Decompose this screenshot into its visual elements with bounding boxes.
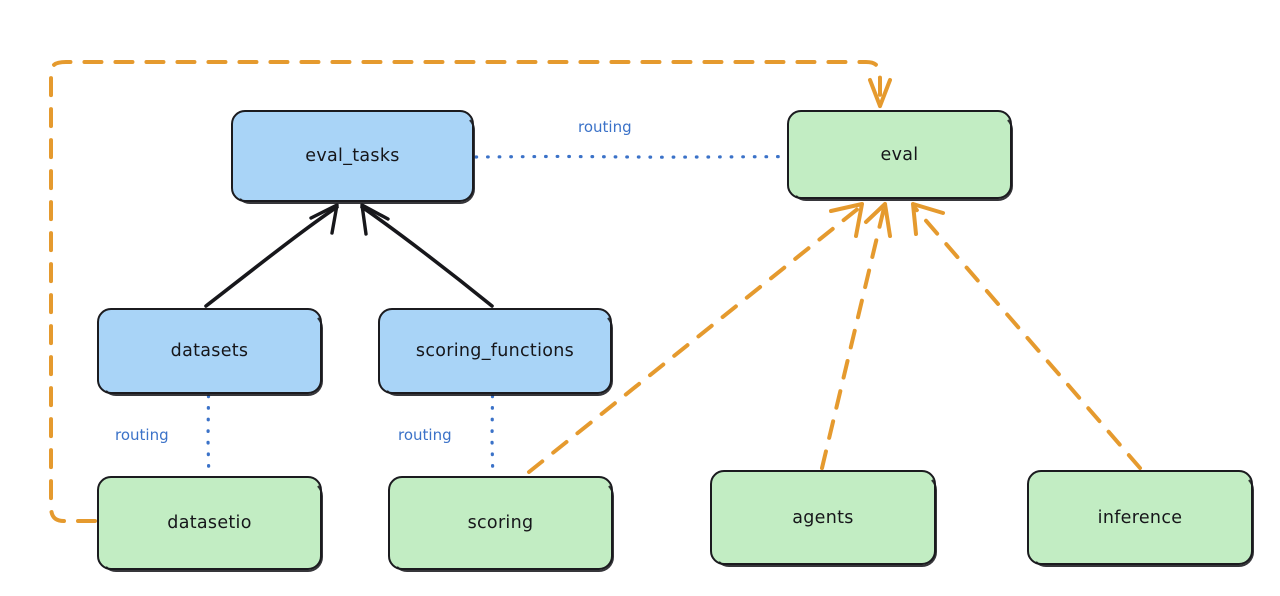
edge-label-routing-datasets-datasetio: routing [115,426,169,444]
edge-inference-to-eval [911,202,1142,470]
edge-scoring_functions-routing-scoring [490,394,495,476]
node-agents-label: agents [792,507,854,528]
node-eval-label: eval [880,144,919,165]
edge-label-routing-scoring-functions-scoring: routing [398,426,452,444]
node-agents[interactable]: agents [710,470,937,567]
node-scoring-functions-label: scoring_functions [415,341,575,361]
edge-agents-to-eval [820,202,892,470]
node-datasetio[interactable]: datasetio [97,476,323,572]
node-datasetio-label: datasetio [167,513,252,533]
node-inference-label: inference [1097,507,1183,528]
node-scoring-label: scoring [467,513,534,533]
node-inference[interactable]: inference [1027,470,1254,567]
edge-eval_tasks-routing-eval [474,154,787,159]
node-scoring-functions[interactable]: scoring_functions [378,308,613,396]
node-datasets[interactable]: datasets [97,308,323,396]
node-eval[interactable]: eval [787,110,1013,201]
node-eval-tasks-label: eval_tasks [305,146,400,166]
node-datasets-label: datasets [170,341,249,361]
edge-datasets-routing-datasetio [206,394,211,476]
edge-label-routing-eval-tasks-eval: routing [578,118,632,136]
node-scoring[interactable]: scoring [388,476,614,572]
edge-scoring_functions-to-eval_tasks [360,203,494,308]
edge-datasets-to-eval_tasks [204,203,339,308]
node-eval-tasks[interactable]: eval_tasks [231,110,475,204]
